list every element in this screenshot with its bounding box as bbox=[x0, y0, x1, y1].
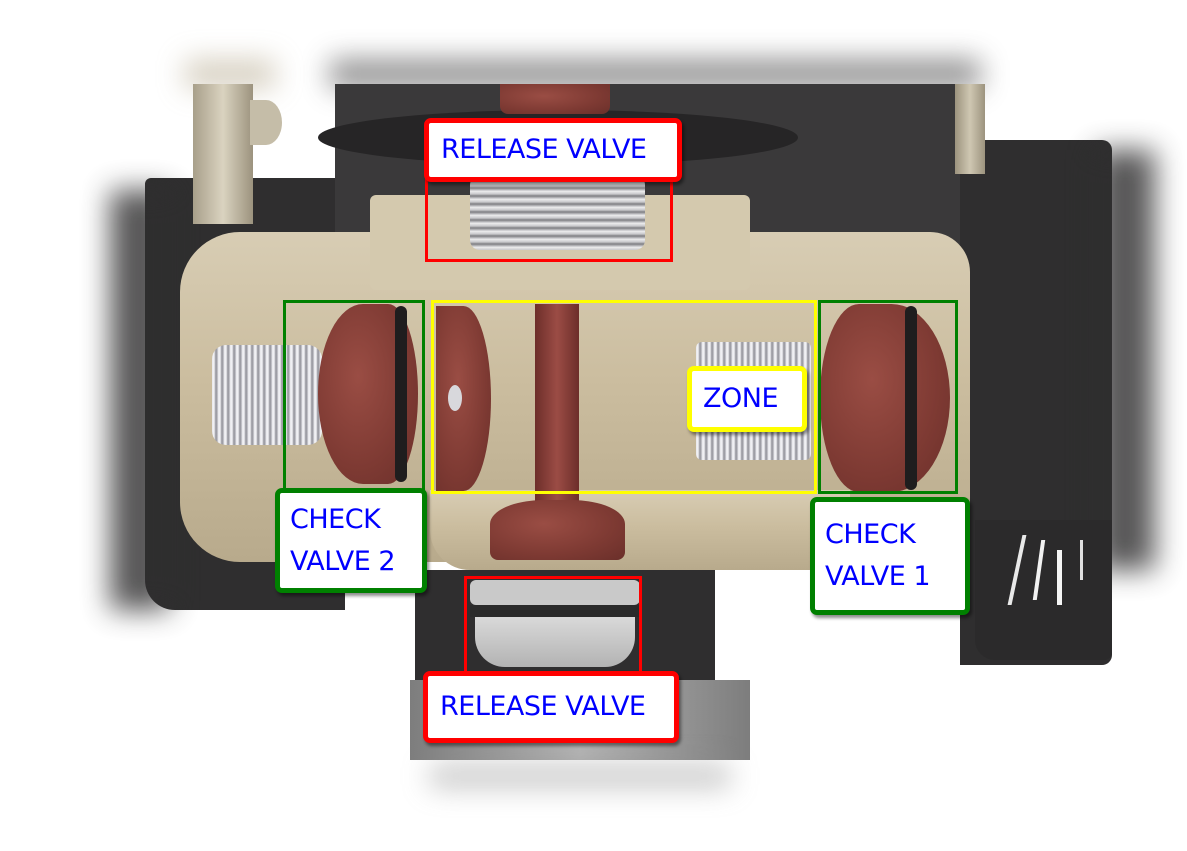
release-valve-bottom-text: RELEASE VALVE bbox=[440, 691, 646, 722]
check-valve-1-disc bbox=[820, 304, 950, 492]
release-valve-top-text: RELEASE VALVE bbox=[441, 134, 647, 165]
release-valve-bottom-frame bbox=[464, 576, 642, 680]
left-fitting-knob bbox=[250, 100, 282, 145]
check-valve-2-seal bbox=[395, 306, 407, 482]
check-valve-2-text-line1: CHECK bbox=[290, 503, 381, 535]
check-valve-1-frame bbox=[818, 300, 958, 494]
check-valve-2-spring bbox=[212, 345, 322, 445]
zone-disc bbox=[436, 306, 491, 491]
top-blur-strip bbox=[330, 60, 980, 88]
top-cap bbox=[500, 84, 610, 114]
bottom-release-ring-2 bbox=[470, 605, 640, 617]
right-post bbox=[955, 84, 985, 174]
check-valve-2-label: CHECK VALVE 2 bbox=[275, 488, 427, 593]
top-blur-left bbox=[185, 60, 275, 88]
zone-label: ZONE bbox=[687, 366, 807, 432]
bottom-release-ring-1 bbox=[470, 580, 640, 605]
check-valve-2-text-line2: VALVE 2 bbox=[290, 545, 396, 577]
right-pipe-shadow bbox=[1095, 150, 1155, 570]
release-valve-top-frame bbox=[425, 170, 673, 262]
check-valve-1-text-line2: VALVE 1 bbox=[825, 561, 931, 592]
check-valve-1-seal bbox=[905, 306, 917, 490]
zone-text: ZONE bbox=[703, 383, 779, 414]
zone-frame bbox=[431, 300, 817, 494]
left-pipe-shadow bbox=[110, 190, 170, 610]
release-valve-top-label: RELEASE VALVE bbox=[424, 118, 682, 182]
top-release-spring bbox=[470, 175, 645, 250]
check-valve-1-label: CHECK VALVE 1 bbox=[810, 497, 970, 615]
bottom-blur bbox=[430, 765, 730, 787]
check-valve-2-frame bbox=[283, 300, 425, 492]
release-stem-cone bbox=[490, 500, 625, 560]
check-valve-1-text-line1: CHECK bbox=[825, 519, 916, 550]
bottom-release-body bbox=[475, 617, 635, 667]
left-fitting bbox=[193, 84, 253, 224]
zone-disc-hole bbox=[448, 385, 462, 411]
right-bracket bbox=[975, 520, 1112, 660]
release-valve-bottom-label: RELEASE VALVE bbox=[423, 671, 679, 743]
